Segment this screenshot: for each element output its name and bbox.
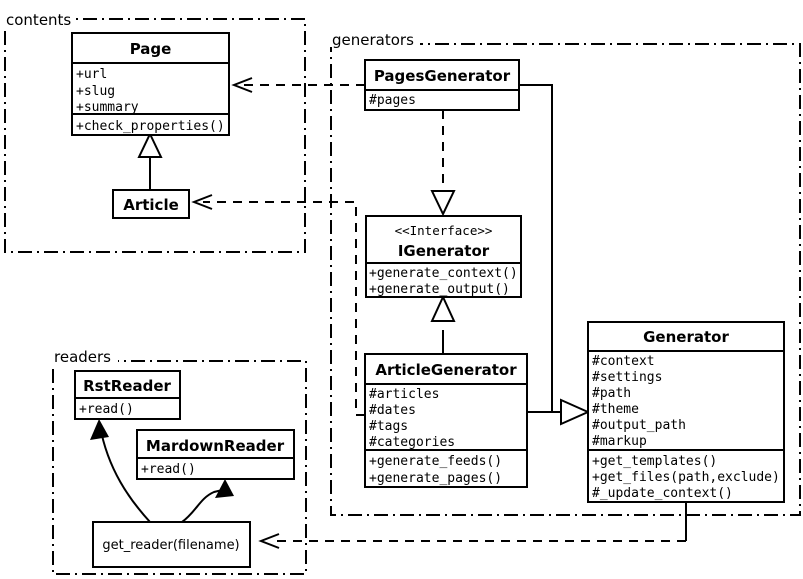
class-articlegenerator-method: +generate_pages() <box>369 471 502 486</box>
relation-article-to-page <box>137 131 163 190</box>
class-generator-method: +get_templates() <box>592 454 717 469</box>
class-page-method: +check_properties() <box>76 119 225 134</box>
package-readers-label: readers <box>54 348 111 366</box>
function-get-reader[interactable]: get_reader(filename) <box>92 521 251 568</box>
relation-generator-to-getreader <box>258 502 687 549</box>
dependency-line-articlegenerator-article <box>203 201 365 416</box>
dependency-arrowhead-article <box>191 194 213 210</box>
class-generator-attribute: #context <box>592 354 655 369</box>
class-igenerator-method: +generate_output() <box>369 282 510 297</box>
class-igenerator-box[interactable] <box>365 215 522 298</box>
relation-articlegenerator-to-article <box>191 194 365 416</box>
class-rstreader[interactable]: RstReader +read() <box>74 370 181 420</box>
relation-getreader-to-mardownreader <box>181 479 234 523</box>
package-readers-border <box>52 360 307 575</box>
generalization-arrowhead-igenerator <box>430 294 456 322</box>
function-get-reader-label: get_reader(filename) <box>102 538 239 553</box>
class-articlegenerator-attribute: #categories <box>369 435 455 450</box>
package-contents-label: contents <box>6 11 71 29</box>
package-contents: contents <box>4 11 306 253</box>
class-page-attribute: +slug <box>76 84 115 99</box>
package-readers-label-bg <box>52 350 118 364</box>
relation-articlegenerator-to-igenerator <box>430 294 456 354</box>
class-articlegenerator-attribute: #dates <box>369 403 416 418</box>
association-arrowhead-rstreader <box>90 419 109 440</box>
relation-pagesgenerator-to-igenerator <box>430 110 456 217</box>
class-articlegenerator-attribute: #tags <box>369 419 408 434</box>
package-readers: readers <box>52 348 307 575</box>
dependency-arrowhead-page <box>231 77 253 93</box>
class-mardownreader-method: +read() <box>141 462 196 477</box>
class-pagesgenerator-attribute: #pages <box>369 93 416 108</box>
class-pagesgenerator-title: PagesGenerator <box>374 67 511 85</box>
relation-pagesgenerator-to-page <box>231 77 365 93</box>
class-page[interactable]: Page +url +slug +summary +check_properti… <box>71 32 230 136</box>
class-pagesgenerator-box[interactable] <box>364 59 520 111</box>
class-generator-method: +get_files(path,exclude) <box>592 470 780 485</box>
dependency-arrowhead-getreader <box>258 533 280 549</box>
relation-getreader-to-rstreader <box>90 419 151 523</box>
class-igenerator-title: IGenerator <box>398 242 490 260</box>
realization-arrowhead-igenerator <box>430 190 456 217</box>
package-contents-border <box>4 18 306 253</box>
class-articlegenerator-method: +generate_feeds() <box>369 454 502 469</box>
class-page-box[interactable] <box>71 32 230 136</box>
class-articlegenerator-title: ArticleGenerator <box>375 361 517 379</box>
package-generators-border <box>330 43 801 516</box>
class-article[interactable]: Article <box>112 189 190 219</box>
association-curve-getreader-rstreader <box>99 425 151 523</box>
class-page-attribute: +summary <box>76 100 139 115</box>
class-rstreader-box[interactable] <box>74 370 181 420</box>
package-generators-label-bg <box>330 33 420 47</box>
relation-articlegenerator-to-generator <box>527 398 591 426</box>
class-page-title: Page <box>130 40 172 58</box>
class-generator-method: #_update_context() <box>592 486 733 501</box>
class-igenerator[interactable]: <<Interface>> IGenerator +generate_conte… <box>365 215 522 298</box>
package-contents-label-bg <box>4 12 74 26</box>
class-mardownreader-box[interactable] <box>136 429 295 480</box>
function-get-reader-box[interactable] <box>92 521 251 568</box>
class-article-box[interactable] <box>112 189 190 219</box>
class-igenerator-stereotype: <<Interface>> <box>395 223 493 238</box>
class-generator-attribute: #path <box>592 386 631 401</box>
class-rstreader-method: +read() <box>79 402 134 417</box>
class-articlegenerator-attribute: #articles <box>369 387 439 402</box>
class-generator-attribute: #settings <box>592 370 662 385</box>
class-igenerator-method: +generate_context() <box>369 266 518 281</box>
class-page-attribute: +url <box>76 67 107 82</box>
class-article-title: Article <box>123 196 179 214</box>
association-arrowhead-mardownreader <box>215 479 234 498</box>
package-generators: generators <box>330 31 801 516</box>
package-generators-label: generators <box>332 31 414 49</box>
class-generator[interactable]: Generator #context #settings #path #them… <box>587 321 785 503</box>
class-rstreader-title: RstReader <box>83 377 171 395</box>
generalization-arrowhead-page <box>137 131 163 158</box>
class-articlegenerator-box[interactable] <box>364 353 528 488</box>
class-articlegenerator[interactable]: ArticleGenerator #articles #dates #tags … <box>364 353 528 488</box>
aggregation-arrowhead-generator <box>560 398 591 426</box>
class-generator-title: Generator <box>643 328 729 346</box>
class-pagesgenerator[interactable]: PagesGenerator #pages <box>364 59 520 111</box>
class-mardownreader-title: MardownReader <box>146 437 285 455</box>
class-generator-attribute: #output_path <box>592 418 686 433</box>
class-mardownreader[interactable]: MardownReader +read() <box>136 429 295 480</box>
class-generator-attribute: #markup <box>592 434 647 449</box>
class-generator-attribute: #theme <box>592 402 639 417</box>
